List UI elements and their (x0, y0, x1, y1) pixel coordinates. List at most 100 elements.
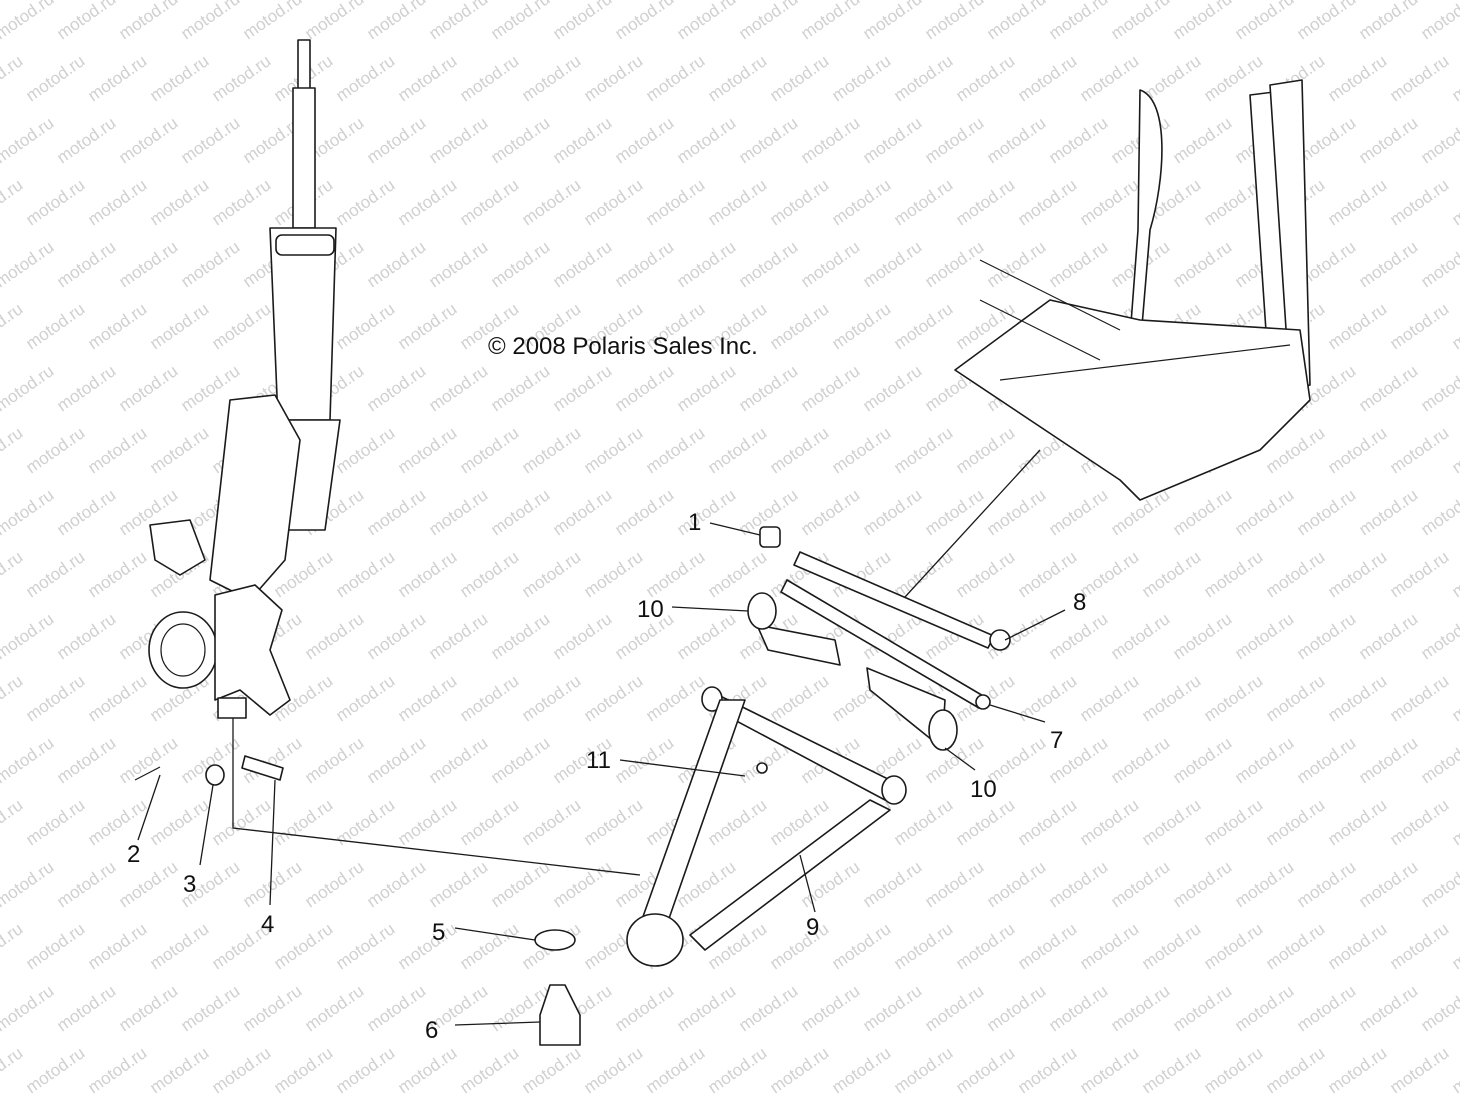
watermark-text: motod.ru (146, 919, 212, 973)
watermark-text: motod.ru (146, 51, 212, 105)
watermark-text: motod.ru (1448, 919, 1460, 973)
watermark-text: motod.ru (22, 547, 88, 601)
watermark-text: motod.ru (425, 113, 491, 167)
frame-section-icon (954, 79, 1311, 501)
callout-2: 2 (127, 841, 140, 868)
watermark-text: motod.ru (797, 0, 863, 43)
watermark-text: motod.ru (487, 237, 553, 291)
watermark-text: motod.ru (611, 485, 677, 539)
watermark-text: motod.ru (425, 485, 491, 539)
watermark-text: motod.ru (766, 423, 832, 477)
watermark-text: motod.ru (332, 919, 398, 973)
watermark-text: motod.ru (394, 1043, 460, 1095)
a-arm-icon (626, 686, 907, 967)
copyright-text: © 2008 Polaris Sales Inc. (488, 333, 758, 360)
watermark-text: motod.ru (456, 547, 522, 601)
watermark-text: motod.ru (53, 733, 119, 787)
watermark-text: motod.ru (22, 671, 88, 725)
watermark-text: motod.ru (1169, 113, 1235, 167)
callout-8: 8 (1073, 589, 1086, 616)
watermark-text: motod.ru (84, 175, 150, 229)
watermark-text: motod.ru (1076, 795, 1142, 849)
watermark-text: motod.ru (890, 175, 956, 229)
watermark-text: motod.ru (1417, 857, 1460, 911)
watermark-text: motod.ru (580, 175, 646, 229)
watermark-text: motod.ru (766, 299, 832, 353)
callout-1: 1 (688, 509, 701, 536)
watermark-text: motod.ru (1448, 175, 1460, 229)
watermark-text: motod.ru (735, 113, 801, 167)
watermark-text: motod.ru (1045, 857, 1111, 911)
watermark-text: motod.ru (0, 113, 57, 167)
watermark-text: motod.ru (952, 795, 1018, 849)
watermark-text: motod.ru (270, 795, 336, 849)
hardware (134, 526, 781, 1046)
watermark-text: motod.ru (797, 237, 863, 291)
watermark-text: motod.ru (1324, 423, 1390, 477)
watermark-text: motod.ru (115, 237, 181, 291)
watermark-text: motod.ru (1448, 547, 1460, 601)
retaining-ring-5-icon (534, 929, 576, 951)
watermark-text: motod.ru (828, 51, 894, 105)
watermark-text: motod.ru (735, 0, 801, 43)
watermark-text: motod.ru (456, 919, 522, 973)
watermark-text: motod.ru (1200, 671, 1266, 725)
watermark-text: motod.ru (425, 237, 491, 291)
watermark-text: motod.ru (580, 671, 646, 725)
watermark-text: motod.ru (673, 237, 739, 291)
watermark-text: motod.ru (0, 51, 26, 105)
watermark-text: motod.ru (456, 1043, 522, 1095)
watermark-text: motod.ru (1169, 857, 1235, 911)
watermark-text: motod.ru (1417, 361, 1460, 415)
watermark-text: motod.ru (890, 423, 956, 477)
watermark-text: motod.ru (332, 671, 398, 725)
watermark-text: motod.ru (952, 175, 1018, 229)
watermark-text: motod.ru (301, 857, 367, 911)
watermark-text: motod.ru (0, 981, 57, 1035)
watermark-text: motod.ru (332, 423, 398, 477)
watermark-text: motod.ru (704, 175, 770, 229)
watermark-text: motod.ru (1417, 113, 1460, 167)
watermark-text: motod.ru (1324, 1043, 1390, 1095)
watermark-text: motod.ru (1231, 981, 1297, 1035)
watermark-text: motod.ru (1014, 175, 1080, 229)
watermark-text: motod.ru (301, 0, 367, 43)
watermark-text: motod.ru (22, 1043, 88, 1095)
watermark-text: motod.ru (1355, 981, 1421, 1035)
watermark-text: motod.ru (859, 0, 925, 43)
watermark-text: motod.ru (735, 361, 801, 415)
watermark-text: motod.ru (1138, 919, 1204, 973)
watermark-text: motod.ru (456, 423, 522, 477)
watermark-text: motod.ru (1045, 609, 1111, 663)
watermark-text: motod.ru (983, 981, 1049, 1035)
callout-10b: 10 (970, 776, 997, 803)
watermark-text: motod.ru (301, 609, 367, 663)
watermark-text: motod.ru (0, 919, 26, 973)
watermark-text: motod.ru (0, 671, 26, 725)
watermark-text: motod.ru (208, 795, 274, 849)
watermark-text: motod.ru (1014, 919, 1080, 973)
watermark-text: motod.ru (673, 981, 739, 1035)
watermark-text: motod.ru (394, 919, 460, 973)
watermark-text: motod.ru (456, 795, 522, 849)
watermark-text: motod.ru (146, 175, 212, 229)
watermark-text: motod.ru (146, 795, 212, 849)
watermark-text: motod.ru (1293, 485, 1359, 539)
callout-3: 3 (183, 871, 196, 898)
watermark-text: motod.ru (1386, 795, 1452, 849)
watermark-text: motod.ru (983, 237, 1049, 291)
watermark-text: motod.ru (1014, 795, 1080, 849)
watermark-text: motod.ru (425, 609, 491, 663)
watermark-text: motod.ru (1200, 795, 1266, 849)
watermark-text: motod.ru (363, 857, 429, 911)
watermark-text: motod.ru (1448, 1043, 1460, 1095)
watermark-text: motod.ru (1076, 919, 1142, 973)
watermark-text: motod.ru (1386, 175, 1452, 229)
watermark-text: motod.ru (1355, 0, 1421, 43)
watermark-text: motod.ru (1045, 237, 1111, 291)
watermark-text: motod.ru (84, 547, 150, 601)
callouts: 1 2 3 4 5 6 7 8 9 10 10 11 (127, 509, 1086, 1044)
watermark-text: motod.ru (766, 919, 832, 973)
watermark-text: motod.ru (425, 733, 491, 787)
watermark-text: motod.ru (1262, 919, 1328, 973)
